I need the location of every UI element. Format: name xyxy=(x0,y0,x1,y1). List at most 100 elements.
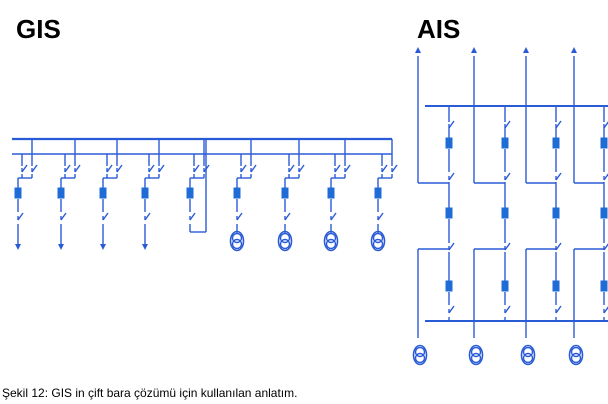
transformer-symbol xyxy=(229,230,245,252)
transformer-symbol xyxy=(277,230,293,252)
switch-blade xyxy=(603,243,608,251)
disconnector-switch xyxy=(344,164,351,178)
switch-blade xyxy=(240,164,247,173)
disconnector-switch xyxy=(298,164,305,178)
disconnector-switch xyxy=(189,212,196,228)
circuit-breaker xyxy=(14,187,22,199)
switch-blade xyxy=(17,212,24,221)
circuit-breaker xyxy=(327,187,335,199)
transformer-outline xyxy=(277,230,293,252)
disconnector-switch xyxy=(555,120,562,132)
switch-blade xyxy=(448,242,455,251)
circuit-breaker xyxy=(374,187,382,199)
transformer-symbol xyxy=(468,344,484,366)
transformer-winding xyxy=(414,352,426,364)
disconnector-switch xyxy=(193,164,200,178)
switch-blade xyxy=(504,172,511,181)
gis-diagram xyxy=(12,137,398,252)
transformer-symbol xyxy=(568,344,584,366)
transformer-outline xyxy=(468,344,484,366)
gis-title: GIS xyxy=(16,14,61,44)
disconnector-switch xyxy=(448,305,455,321)
disconnector-switch xyxy=(17,212,24,228)
switch-blade xyxy=(158,164,165,173)
disconnector-switch xyxy=(504,120,511,132)
disconnector-switch xyxy=(555,242,562,256)
disconnector-switch xyxy=(158,164,165,178)
figure-caption: Şekil 12: GIS in çift bara çözümü için k… xyxy=(2,386,298,400)
switch-blade xyxy=(193,164,200,173)
circuit-breaker xyxy=(552,137,560,149)
disconnector-switch xyxy=(448,172,455,186)
transformer-outline xyxy=(323,230,339,252)
transformer-outline xyxy=(229,230,245,252)
disconnector-switch xyxy=(148,164,155,178)
disconnector-switch xyxy=(284,212,291,228)
switch-blade xyxy=(288,164,295,173)
switch-blade xyxy=(74,164,81,173)
gis-bay xyxy=(370,139,398,252)
disconnector-switch xyxy=(603,306,608,321)
circuit-breaker xyxy=(141,187,149,199)
switch-blade xyxy=(344,164,351,173)
disconnector-switch xyxy=(60,212,67,228)
circuit-breaker xyxy=(445,207,453,219)
circuit-breaker xyxy=(552,207,560,219)
switch-blade xyxy=(64,164,71,173)
circuit-breaker xyxy=(600,280,608,292)
disconnector-switch xyxy=(504,242,511,256)
ais-diameter xyxy=(568,106,608,366)
circuit-breaker xyxy=(57,187,65,199)
ais-diagram xyxy=(412,47,608,366)
switch-blade xyxy=(250,164,257,173)
switch-blade xyxy=(555,242,562,251)
switch-blade xyxy=(381,164,388,173)
circuit-breaker xyxy=(501,280,509,292)
switch-blade xyxy=(603,121,608,129)
circuit-breaker xyxy=(552,280,560,292)
switch-blade xyxy=(504,120,511,129)
switch-blade xyxy=(31,164,38,173)
gis-bay xyxy=(57,139,81,250)
gis-bay xyxy=(14,139,38,250)
transformer-outline xyxy=(568,344,584,366)
disconnector-switch xyxy=(64,164,71,178)
ais-title: AIS xyxy=(417,14,461,44)
transformer-winding xyxy=(372,238,384,250)
switch-blade xyxy=(504,242,511,251)
transformer-symbol xyxy=(370,230,386,252)
disconnector-switch xyxy=(102,212,109,228)
disconnector-switch xyxy=(603,121,608,132)
feeder-arrow xyxy=(471,47,477,53)
circuit-breaker xyxy=(600,207,608,219)
switch-blade xyxy=(448,120,455,129)
circuit-breaker xyxy=(501,207,509,219)
disconnector-switch xyxy=(330,212,337,228)
disconnector-switch xyxy=(250,164,257,178)
feeder-arrow xyxy=(15,244,21,250)
disconnector-switch xyxy=(448,120,455,132)
feeder-arrow xyxy=(571,47,577,53)
disconnector-switch xyxy=(448,242,455,256)
transformer-winding xyxy=(570,352,582,364)
switch-blade xyxy=(603,306,608,314)
feeder-arrow xyxy=(58,244,64,250)
disconnector-switch xyxy=(603,243,608,256)
circuit-breaker xyxy=(281,187,289,199)
transformer-symbol xyxy=(323,230,339,252)
switch-blade xyxy=(284,212,291,221)
switch-blade xyxy=(391,164,398,173)
feeder-arrow xyxy=(100,244,106,250)
transformer-winding xyxy=(470,346,482,358)
feeder-arrow xyxy=(142,244,148,250)
disconnector-switch xyxy=(555,172,562,186)
switch-blade xyxy=(448,305,455,314)
disconnector-switch xyxy=(288,164,295,178)
feeder-arrow xyxy=(415,47,421,53)
transformer-outline xyxy=(370,230,386,252)
ais-diameter xyxy=(468,106,511,366)
gis-bay xyxy=(186,139,210,233)
circuit-breaker xyxy=(445,137,453,149)
disconnector-switch xyxy=(240,164,247,178)
